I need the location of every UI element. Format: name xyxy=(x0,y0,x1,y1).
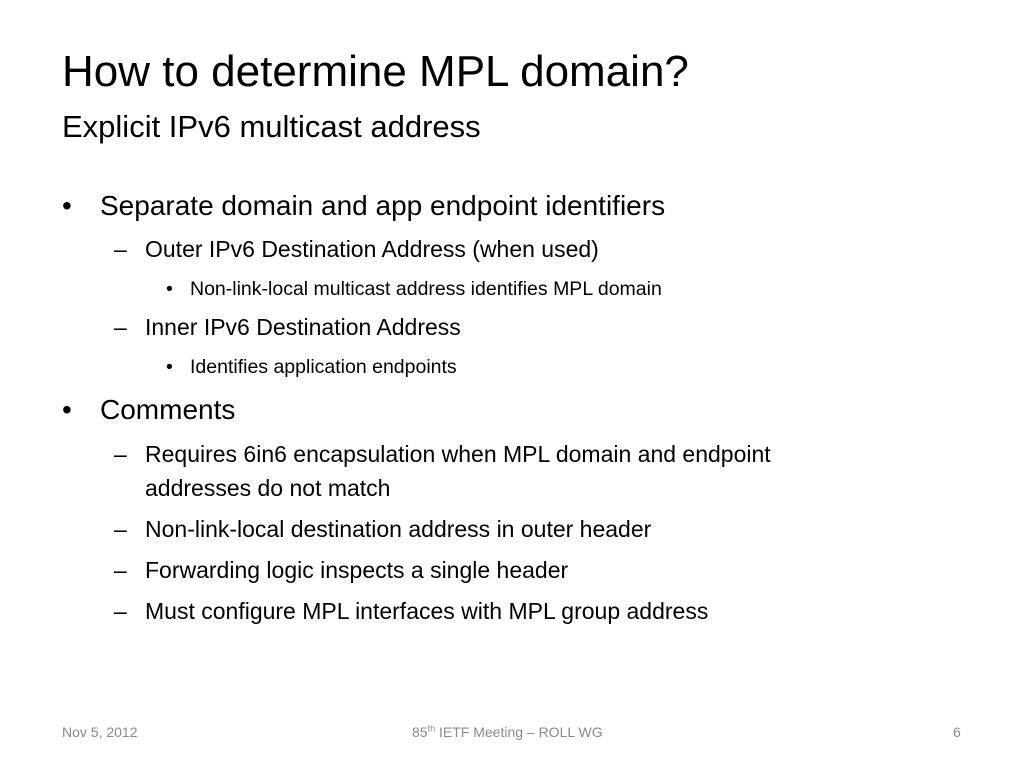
bullet-text: Outer IPv6 Destination Address (when use… xyxy=(145,236,599,262)
bullet-text: Comments xyxy=(100,394,236,425)
bullet-icon: • xyxy=(62,190,72,221)
bullet-text-continuation: addresses do not match xyxy=(145,475,391,501)
footer-meeting-suffix: th xyxy=(427,723,436,734)
footer-meeting-number: 85 xyxy=(412,724,428,740)
bullet-icon: • xyxy=(62,394,72,425)
slide-number: 6 xyxy=(953,724,961,740)
footer-date: Nov 5, 2012 xyxy=(62,724,138,740)
dash-icon: – xyxy=(114,441,127,467)
slide-title: How to determine MPL domain? xyxy=(62,47,689,96)
bullet-text: Identifies application endpoints xyxy=(190,356,457,378)
dash-icon: – xyxy=(114,314,127,340)
bullet-text: Forwarding logic inspects a single heade… xyxy=(145,557,569,583)
bullet-text: Inner IPv6 Destination Address xyxy=(145,314,461,340)
bullet-text: Separate domain and app endpoint identif… xyxy=(100,190,666,221)
bullet-text: Requires 6in6 encapsulation when MPL dom… xyxy=(145,441,771,467)
footer-meeting-title: IETF Meeting – ROLL WG xyxy=(435,724,603,740)
dash-icon: – xyxy=(114,557,127,583)
footer-meeting: 85th IETF Meeting – ROLL WG xyxy=(412,722,603,742)
slide-subtitle: Explicit IPv6 multicast address xyxy=(62,109,481,144)
dash-icon: – xyxy=(114,236,127,262)
bullet-text: Non-link-local destination address in ou… xyxy=(145,516,652,542)
dash-icon: – xyxy=(114,598,127,624)
bullet-text: Non-link-local multicast address identif… xyxy=(190,278,662,300)
bullet-icon: • xyxy=(166,278,173,300)
slide-body: • Separate domain and app endpoint ident… xyxy=(62,190,771,624)
bullet-text: Must configure MPL interfaces with MPL g… xyxy=(145,598,709,624)
dash-icon: – xyxy=(114,516,127,542)
bullet-icon: • xyxy=(166,356,173,378)
